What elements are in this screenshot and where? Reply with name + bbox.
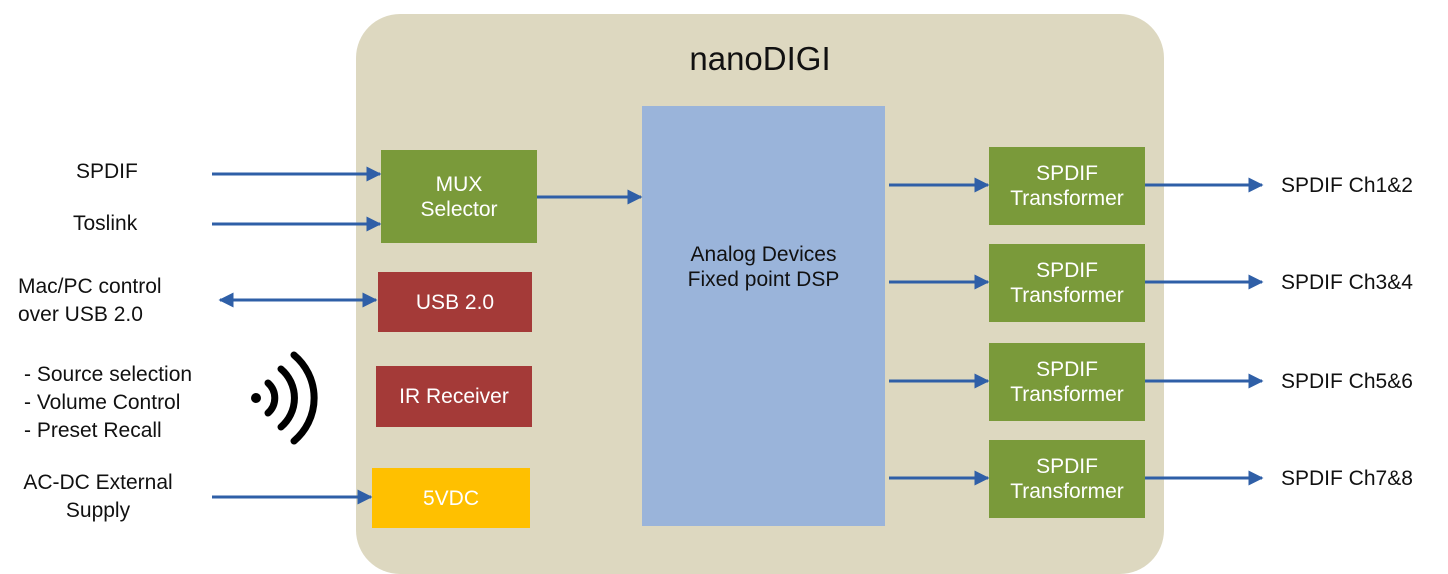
usb-control-line-2: over USB 2.0 xyxy=(18,303,143,326)
wireless-signal-icon xyxy=(251,351,318,445)
mux-line-1: MUX xyxy=(435,172,483,196)
output-label-ch3-4: SPDIF Ch3&4 xyxy=(1281,271,1413,294)
dsp-line-1: Analog Devices xyxy=(690,243,837,266)
output-label-ch7-8: SPDIF Ch7&8 xyxy=(1281,467,1413,490)
input-label-spdif: SPDIF xyxy=(76,160,138,183)
transformer-3-line-1: SPDIF xyxy=(1036,358,1098,381)
transformer-3-line-2: Transformer xyxy=(1010,383,1124,406)
usb-block: USB 2.0 xyxy=(378,272,532,332)
output-label-ch1-2: SPDIF Ch1&2 xyxy=(1281,174,1413,197)
ir-feature-preset: - Preset Recall xyxy=(24,419,162,442)
dsp-line-2: Fixed point DSP xyxy=(687,268,840,291)
ir-features-list: - Source selection - Volume Control - Pr… xyxy=(24,361,192,445)
input-label-toslink: Toslink xyxy=(73,212,138,235)
input-label-supply: AC-DC External Supply xyxy=(10,469,186,525)
transformer-4-line-1: SPDIF xyxy=(1036,455,1098,478)
output-label-ch5-6: SPDIF Ch5&6 xyxy=(1281,370,1413,393)
transformer-2-line-1: SPDIF xyxy=(1036,259,1098,282)
ir-feature-source: - Source selection xyxy=(24,363,193,386)
transformer-4-line-2: Transformer xyxy=(1010,480,1124,503)
usb-control-line-1: Mac/PC control xyxy=(18,275,162,298)
power-5vdc-block: 5VDC xyxy=(372,468,530,528)
input-label-usb-control: Mac/PC control over USB 2.0 xyxy=(18,273,162,329)
ir-feature-volume: - Volume Control xyxy=(24,391,181,414)
diagram-title: nanoDIGI xyxy=(689,40,831,77)
supply-line-1: AC-DC External xyxy=(23,471,173,494)
mux-line-2: Selector xyxy=(420,197,498,221)
transformer-2-line-2: Transformer xyxy=(1010,284,1124,307)
ir-receiver-block: IR Receiver xyxy=(376,366,532,427)
transformer-1-line-2: Transformer xyxy=(1010,187,1124,210)
transformer-1-line-1: SPDIF xyxy=(1036,162,1098,185)
supply-line-2: Supply xyxy=(65,499,131,522)
